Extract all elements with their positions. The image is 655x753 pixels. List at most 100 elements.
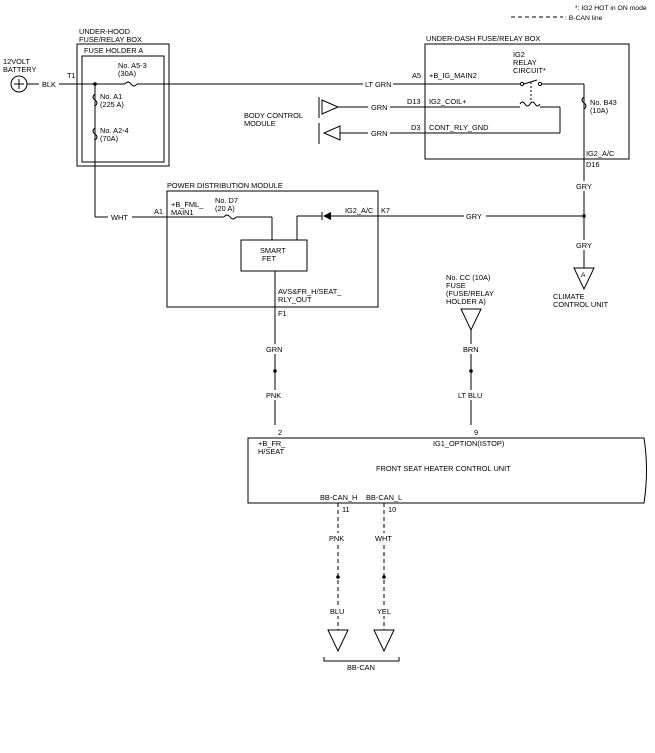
fuse-holder-a-box — [81, 55, 165, 163]
relay-label-1: IG2 — [513, 50, 525, 59]
fuse-a24-rating: (70A) — [100, 134, 118, 143]
wire-label-grn-1: GRN — [371, 103, 387, 112]
pin-d3: D3 — [411, 123, 420, 132]
smart-fet-box — [240, 239, 308, 272]
signal-ig2-coil: IG2_COIL+ — [429, 97, 467, 106]
fuse-d7-rating: (20 A) — [215, 204, 235, 213]
wire-label-gry-1: GRY — [576, 182, 592, 191]
bcm-label-2: MODULE — [244, 119, 276, 128]
signal-b-ig-main2: +B_IG_MAIN2 — [429, 71, 477, 80]
fuse-d7-symbol — [223, 214, 237, 220]
fuse-holder-a-label: FUSE HOLDER A — [84, 46, 143, 55]
battery-label-2: BATTERY — [3, 65, 36, 74]
climate-label-2: CONTROL UNIT — [553, 300, 609, 309]
legend-ig2-note: *: IG2 HOT in ON mode — [575, 5, 647, 12]
wire-label-brn: BRN — [463, 345, 479, 354]
fuse-cc-line-3: (FUSE/RELAY — [446, 289, 494, 298]
heater-unit-box — [247, 437, 647, 504]
fuse-a1-name: No. A1 — [100, 92, 122, 101]
heater-unit-title: FRONT SEAT HEATER CONTROL UNIT — [376, 464, 511, 473]
pin-f1: F1 — [278, 309, 287, 318]
climate-connector-letter: A — [581, 272, 586, 279]
pin-d13: D13 — [407, 97, 421, 106]
underhood-title-2: FUSE/RELAY BOX — [79, 35, 142, 44]
fuse-a53-symbol — [124, 81, 138, 87]
battery-label-1: 12VOLT — [3, 57, 30, 66]
fuse-b43-symbol — [581, 96, 587, 110]
pdm-title: POWER DISTRIBUTION MODULE — [167, 181, 283, 190]
connector-dot-cc — [469, 369, 473, 373]
underdash-box — [424, 43, 630, 160]
bbcan-h-connector-symbol — [327, 629, 349, 653]
signal-cont-rly-gnd: CONT_RLY_GND — [429, 123, 488, 132]
pin-d16: D16 — [586, 160, 600, 169]
wire-label-gry-3: GRY — [576, 241, 592, 250]
pin-9: 9 — [474, 428, 478, 437]
bcm-ground-sense-symbol — [318, 123, 346, 144]
wire-label-blu: BLU — [330, 607, 344, 616]
wire-label-lt-blu: LT BLU — [458, 391, 482, 400]
signal-b-fml-1: +B_FML_ — [171, 200, 204, 209]
wire-label-blk: BLK — [42, 80, 56, 89]
signal-ig2-ac: IG2_A/C — [586, 149, 615, 158]
bcm-label-1: BODY CONTROL — [244, 111, 303, 120]
connector-dot-f1 — [273, 369, 277, 373]
fuse-a1-rating: (225 A) — [100, 100, 124, 109]
fuse-cc-line-2: FUSE — [446, 281, 466, 290]
climate-connector-symbol — [573, 267, 595, 291]
bcm-coil-driver-symbol — [318, 97, 346, 118]
pin-k7: K7 — [381, 206, 390, 215]
diode-ig2ac-symbol — [323, 212, 331, 220]
fuse-a24-symbol — [92, 127, 98, 141]
wire-label-grn-3: GRN — [266, 345, 282, 354]
smart-fet-label-2: FET — [262, 254, 276, 263]
signal-b-fml-2: MAIN1 — [171, 208, 194, 217]
pin-a5: A5 — [412, 71, 421, 80]
pin-11: 11 — [342, 505, 350, 514]
bbcan-bracket — [323, 657, 400, 662]
fuse-d7-name: No. D7 — [215, 196, 238, 205]
signal-ig1-option: IG1_OPTION(ISTOP) — [433, 439, 504, 448]
fuse-b43-rating: (10A) — [590, 106, 608, 115]
relay-label-3: CIRCUIT* — [513, 66, 546, 75]
fuse-a24-name: No. A2-4 — [100, 126, 129, 135]
fuse-cc-connector-symbol — [460, 308, 482, 332]
wire-label-pnk-1: PNK — [266, 391, 281, 400]
underdash-title: UNDER-DASH FUSE/RELAY BOX — [426, 34, 540, 43]
wire-label-lt-grn: LT GRN — [365, 80, 391, 89]
signal-b-fr-1: +B_FR_ — [258, 439, 286, 448]
underhood-box — [76, 43, 170, 167]
wire-label-gry-2: GRY — [466, 212, 482, 221]
signal-bb-can-h: BB-CAN_H — [320, 493, 357, 502]
relay-label-2: RELAY — [513, 58, 537, 67]
pin-a1: A1 — [154, 207, 163, 216]
fuse-a1-symbol — [92, 93, 98, 107]
fuse-cc-name: No. CC (10A) — [446, 273, 490, 282]
bbcan-label: BB-CAN — [347, 663, 375, 672]
wire-label-wht: WHT — [111, 213, 128, 222]
signal-out-1: AVS&FR_H/SEAT_ — [278, 287, 342, 296]
climate-label-1: CLIMATE — [553, 292, 585, 301]
pin-10: 10 — [388, 505, 396, 514]
signal-b-fr-2: H/SEAT — [258, 447, 285, 456]
fuse-a53-rating: (30A) — [118, 69, 136, 78]
legend-bcan-note: : B-CAN line — [565, 15, 603, 22]
wire-label-grn-2: GRN — [371, 129, 387, 138]
underhood-title-1: UNDER-HOOD — [79, 27, 130, 36]
fuse-cc-line-4: HOLDER A) — [446, 297, 486, 306]
bbcan-l-connector-symbol — [373, 629, 395, 653]
pdm-box — [166, 190, 379, 308]
signal-bb-can-l: BB-CAN_L — [366, 493, 402, 502]
ig2-relay-symbol — [519, 79, 543, 107]
pin-2: 2 — [278, 428, 282, 437]
smart-fet-label-1: SMART — [260, 246, 286, 255]
signal-ig2-ac-pdm: IG2_A/C — [345, 206, 374, 215]
wire-label-pnk-2: PNK — [329, 534, 344, 543]
wire-label-wht-2: WHT — [375, 534, 392, 543]
signal-out-2: RLY_OUT — [278, 295, 312, 304]
connector-dot-canl — [382, 575, 386, 579]
fuse-a53-name: No. A5-3 — [118, 61, 147, 70]
connector-dot-canh — [336, 575, 340, 579]
battery-symbol — [10, 75, 28, 93]
